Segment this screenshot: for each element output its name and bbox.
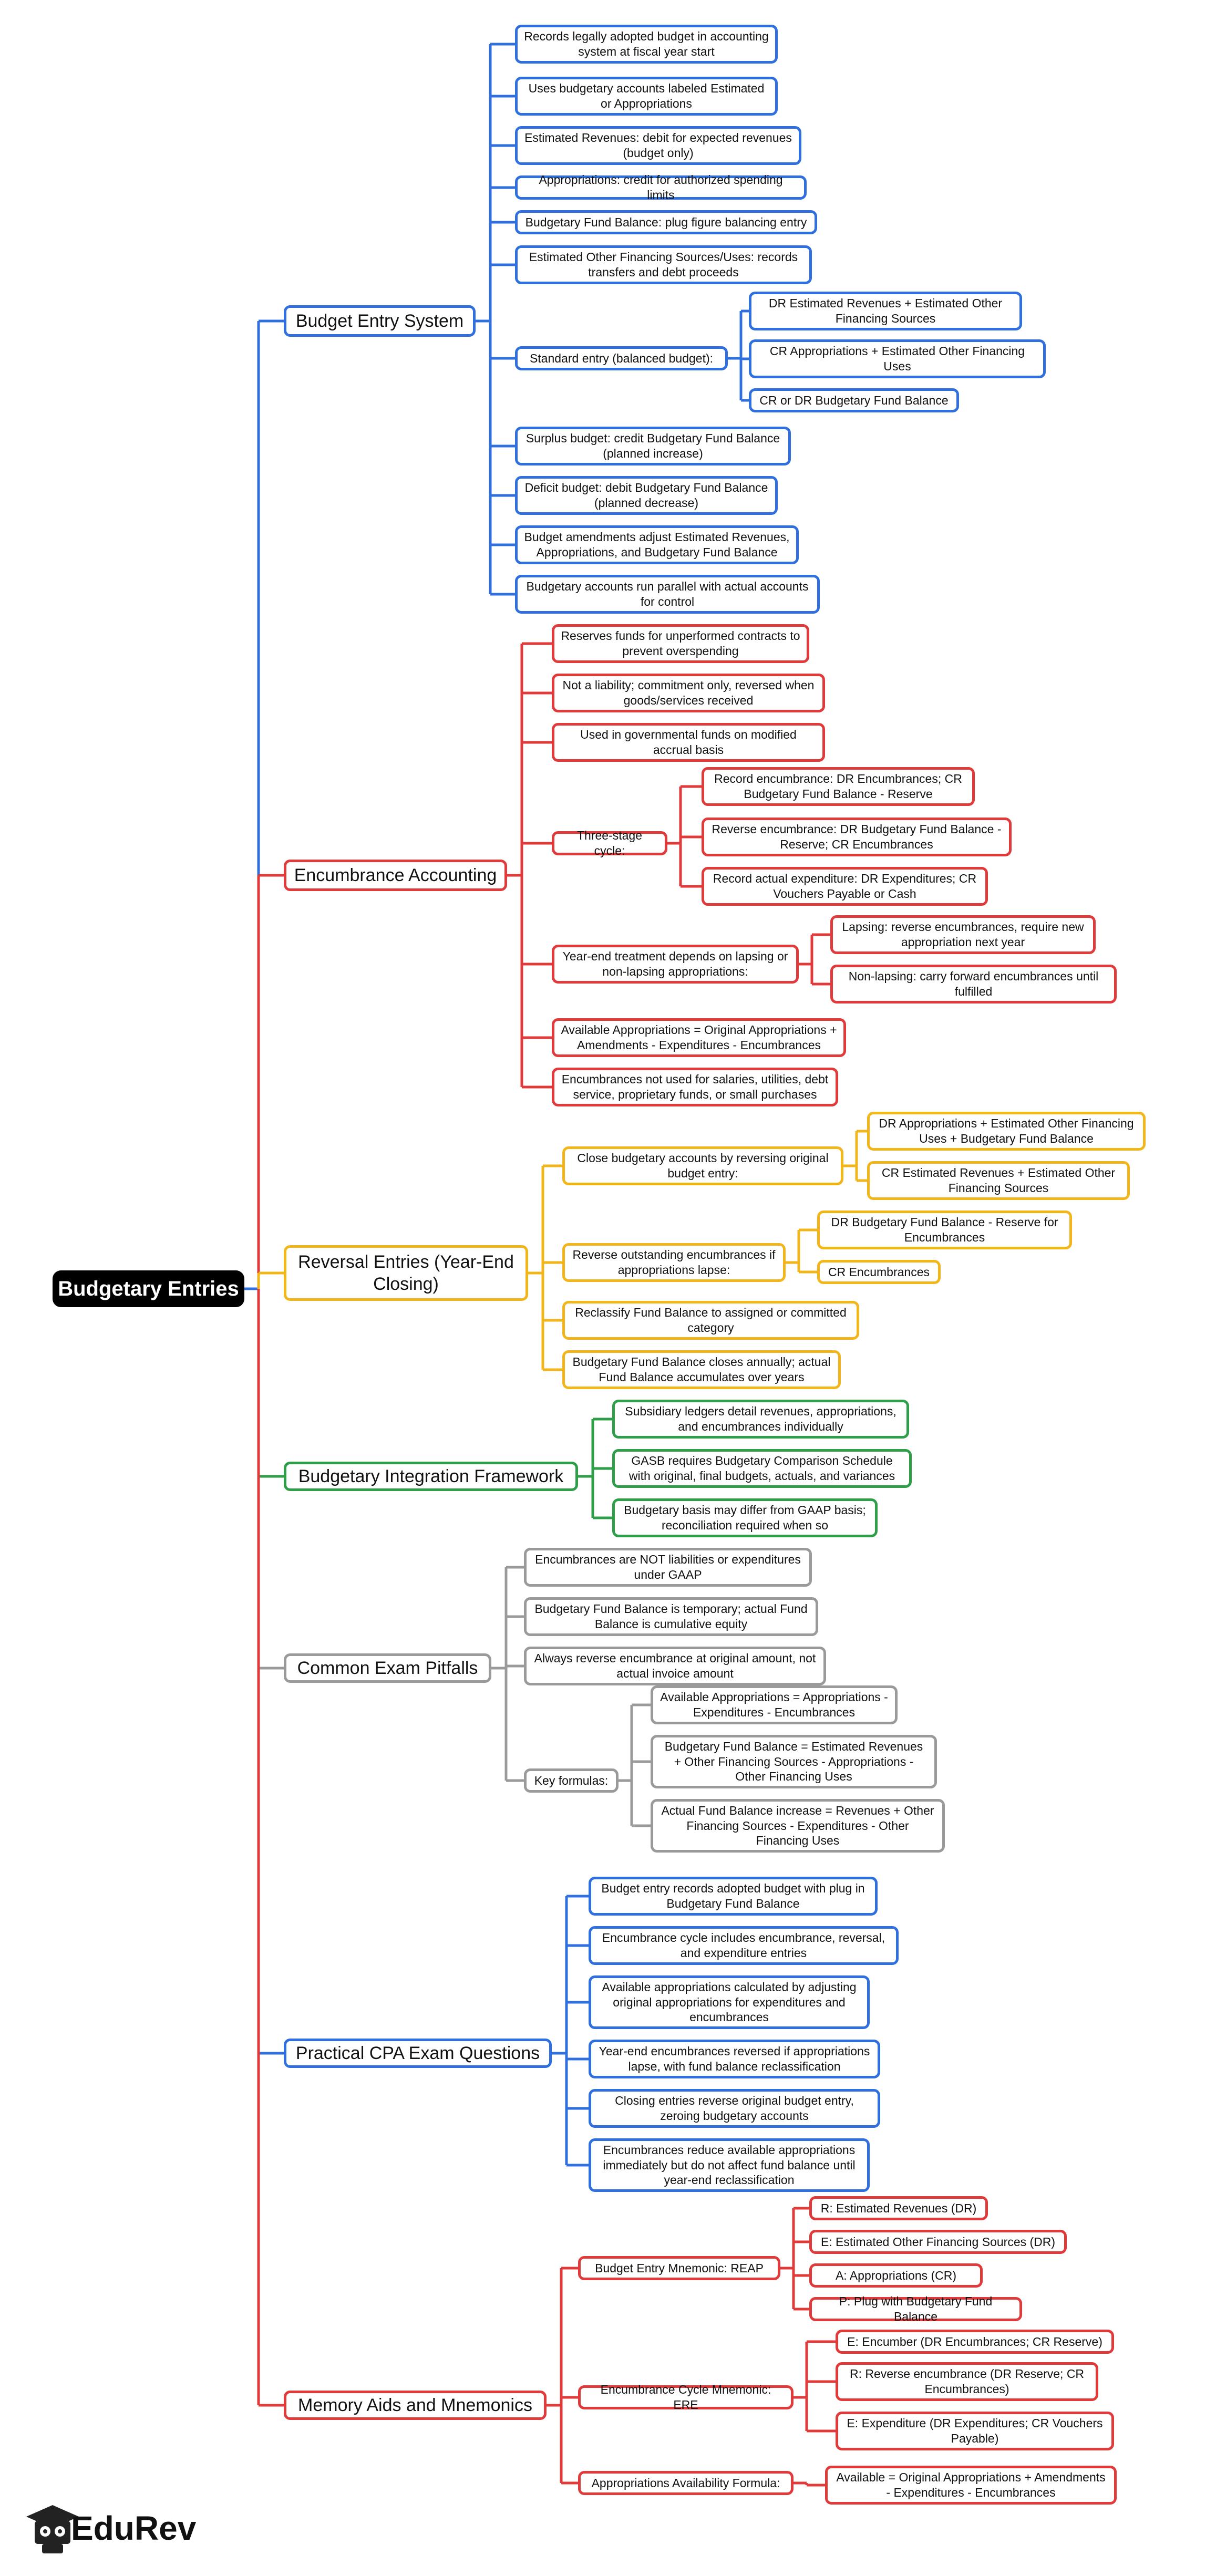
topic-available-appropriations-calculated-by-a: Available appropriations calculated by a…	[589, 1975, 870, 2029]
topic-key-formulas: Key formulas:	[524, 1768, 619, 1793]
topic-budgetary-accounts-run-parallel-with-act: Budgetary accounts run parallel with act…	[515, 575, 820, 614]
detail-cr-estimated-revenues-estimated-other-fi: CR Estimated Revenues + Estimated Other …	[867, 1161, 1130, 1200]
topic-reclassify-fund-balance-to-assigned-or-c: Reclassify Fund Balance to assigned or c…	[562, 1301, 859, 1340]
detail-lapsing-reverse-encumbrances-require-new: Lapsing: reverse encumbrances, require n…	[830, 915, 1096, 954]
topic-encumbrance-cycle-mnemonic-ere: Encumbrance Cycle Mnemonic: ERE	[578, 2383, 794, 2412]
detail-e-encumber-dr-encumbrances-cr-reserve: E: Encumber (DR Encumbrances; CR Reserve…	[836, 2330, 1114, 2354]
detail-dr-estimated-revenues-estimated-other-fi: DR Estimated Revenues + Estimated Other …	[749, 292, 1022, 330]
detail-non-lapsing-carry-forward-encumbrances-u: Non-lapsing: carry forward encumbrances …	[830, 965, 1117, 1003]
topic-three-stage-cycle: Three-stage cycle:	[552, 829, 667, 857]
topic-reverse-outstanding-encumbrances-if-appr: Reverse outstanding encumbrances if appr…	[562, 1243, 786, 1282]
topic-budgetary-fund-balance-plug-figure-balan: Budgetary Fund Balance: plug figure bala…	[515, 210, 817, 234]
detail-e-expenditure-dr-expenditures-cr-voucher: E: Expenditure (DR Expenditures; CR Vouc…	[836, 2412, 1114, 2450]
detail-p-plug-with-budgetary-fund-balance: P: Plug with Budgetary Fund Balance	[809, 2294, 1022, 2323]
detail-e-estimated-other-financing-sources-dr: E: Estimated Other Financing Sources (DR…	[809, 2230, 1067, 2254]
branch-memory-aids-and-mnemonics: Memory Aids and Mnemonics	[284, 2391, 547, 2420]
topic-encumbrances-are-not-liabilities-or-expe: Encumbrances are NOT liabilities or expe…	[524, 1548, 812, 1587]
detail-available-appropriations-appropriations-: Available Appropriations = Appropriation…	[651, 1685, 898, 1724]
topic-appropriations-credit-for-authorized-spe: Appropriations: credit for authorized sp…	[515, 173, 807, 202]
detail-cr-encumbrances: CR Encumbrances	[817, 1260, 941, 1284]
topic-encumbrance-cycle-includes-encumbrance-r: Encumbrance cycle includes encumbrance, …	[589, 1926, 899, 1965]
topic-used-in-governmental-funds-on-modified-a: Used in governmental funds on modified a…	[552, 723, 825, 762]
detail-cr-or-dr-budgetary-fund-balance: CR or DR Budgetary Fund Balance	[749, 388, 959, 412]
detail-record-encumbrance-dr-encumbrances-cr-bu: Record encumbrance: DR Encumbrances; CR …	[702, 767, 975, 806]
topic-subsidiary-ledgers-detail-revenues-appro: Subsidiary ledgers detail revenues, appr…	[612, 1400, 909, 1439]
topic-available-appropriations-original-approp: Available Appropriations = Original Appr…	[552, 1018, 846, 1057]
topic-records-legally-adopted-budget-in-accoun: Records legally adopted budget in accoun…	[515, 25, 778, 64]
topic-budget-entry-records-adopted-budget-with: Budget entry records adopted budget with…	[589, 1877, 878, 1916]
root-node: Budgetary Entries	[53, 1270, 244, 1307]
topic-budgetary-fund-balance-closes-annually-a: Budgetary Fund Balance closes annually; …	[562, 1350, 841, 1389]
topic-encumbrances-not-used-for-salaries-utili: Encumbrances not used for salaries, util…	[552, 1068, 838, 1106]
branch-reversal-entries-year-end-closing: Reversal Entries (Year-End Closing)	[284, 1245, 528, 1301]
topic-closing-entries-reverse-original-budget-: Closing entries reverse original budget …	[589, 2089, 880, 2128]
detail-r-reverse-encumbrance-dr-reserve-cr-encu: R: Reverse encumbrance (DR Reserve; CR E…	[836, 2362, 1098, 2401]
detail-dr-appropriations-estimated-other-financ: DR Appropriations + Estimated Other Fina…	[867, 1112, 1146, 1151]
branch-encumbrance-accounting: Encumbrance Accounting	[284, 860, 507, 891]
topic-close-budgetary-accounts-by-reversing-or: Close budgetary accounts by reversing or…	[562, 1146, 843, 1185]
topic-budget-entry-mnemonic-reap: Budget Entry Mnemonic: REAP	[578, 2256, 780, 2280]
detail-actual-fund-balance-increase-revenues-ot: Actual Fund Balance increase = Revenues …	[651, 1799, 945, 1853]
detail-cr-appropriations-estimated-other-financ: CR Appropriations + Estimated Other Fina…	[749, 339, 1046, 378]
topic-budget-amendments-adjust-estimated-reven: Budget amendments adjust Estimated Reven…	[515, 525, 799, 564]
topic-encumbrances-reduce-available-appropriat: Encumbrances reduce available appropriat…	[589, 2138, 870, 2192]
detail-a-appropriations-cr: A: Appropriations (CR)	[809, 2263, 983, 2288]
topic-budgetary-fund-balance-is-temporary-actu: Budgetary Fund Balance is temporary; act…	[524, 1597, 818, 1636]
branch-budget-entry-system: Budget Entry System	[284, 305, 476, 337]
brand-name: EduRev	[71, 2509, 197, 2547]
detail-budgetary-fund-balance-estimated-revenue: Budgetary Fund Balance = Estimated Reven…	[651, 1735, 937, 1788]
topic-reserves-funds-for-unperformed-contracts: Reserves funds for unperformed contracts…	[552, 624, 809, 663]
topic-year-end-treatment-depends-on-lapsing-or: Year-end treatment depends on lapsing or…	[552, 945, 799, 984]
topic-uses-budgetary-accounts-labeled-estimate: Uses budgetary accounts labeled Estimate…	[515, 77, 778, 116]
detail-r-estimated-revenues-dr: R: Estimated Revenues (DR)	[809, 2196, 988, 2220]
topic-deficit-budget-debit-budgetary-fund-bala: Deficit budget: debit Budgetary Fund Bal…	[515, 476, 778, 515]
branch-common-exam-pitfalls: Common Exam Pitfalls	[284, 1653, 491, 1683]
edurev-logo	[21, 2501, 242, 2559]
detail-record-actual-expenditure-dr-expenditure: Record actual expenditure: DR Expenditur…	[702, 867, 988, 906]
topic-always-reverse-encumbrance-at-original-a: Always reverse encumbrance at original a…	[524, 1647, 826, 1685]
topic-year-end-encumbrances-reversed-if-approp: Year-end encumbrances reversed if approp…	[589, 2040, 880, 2078]
topic-appropriations-availability-formula: Appropriations Availability Formula:	[578, 2471, 794, 2495]
topic-gasb-requires-budgetary-comparison-sched: GASB requires Budgetary Comparison Sched…	[612, 1449, 912, 1488]
detail-available-original-appropriations-amendm: Available = Original Appropriations + Am…	[825, 2466, 1117, 2505]
topic-not-a-liability-commitment-only-reversed: Not a liability; commitment only, revers…	[552, 674, 825, 712]
detail-dr-budgetary-fund-balance-reserve-for-en: DR Budgetary Fund Balance - Reserve for …	[817, 1211, 1072, 1249]
topic-estimated-revenues-debit-for-expected-re: Estimated Revenues: debit for expected r…	[515, 126, 801, 165]
topic-budgetary-basis-may-differ-from-gaap-bas: Budgetary basis may differ from GAAP bas…	[612, 1498, 878, 1537]
topic-standard-entry-balanced-budget: Standard entry (balanced budget):	[515, 346, 728, 370]
detail-reverse-encumbrance-dr-budgetary-fund-ba: Reverse encumbrance: DR Budgetary Fund B…	[702, 818, 1012, 856]
topic-estimated-other-financing-sources-uses-r: Estimated Other Financing Sources/Uses: …	[515, 245, 812, 284]
branch-practical-cpa-exam-questions: Practical CPA Exam Questions	[284, 2039, 552, 2068]
topic-surplus-budget-credit-budgetary-fund-bal: Surplus budget: credit Budgetary Fund Ba…	[515, 427, 791, 465]
branch-budgetary-integration-framework: Budgetary Integration Framework	[284, 1462, 578, 1491]
graduation-cap-icon	[26, 2505, 79, 2553]
